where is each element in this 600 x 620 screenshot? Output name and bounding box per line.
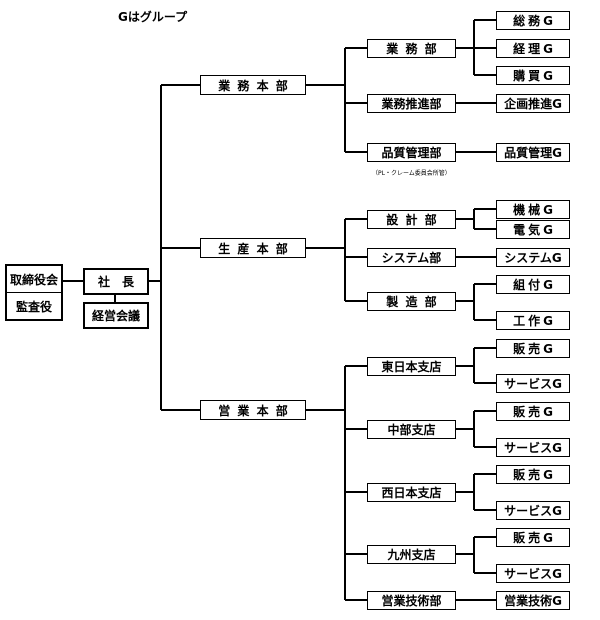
group-service-kyushu: サービスG bbox=[496, 564, 570, 583]
board-of-directors: 取締役会 bbox=[7, 266, 61, 293]
group-electrical: 電気G bbox=[496, 220, 570, 239]
dept-business: 業務部 bbox=[367, 39, 456, 58]
branch-kyushu: 九州支店 bbox=[367, 545, 456, 564]
group-service-east: サービスG bbox=[496, 374, 570, 393]
group-sales-kyushu: 販売G bbox=[496, 528, 570, 547]
dept-sales-engineering: 営業技術部 bbox=[367, 591, 456, 610]
dept-business-promotion: 業務推進部 bbox=[367, 94, 456, 113]
group-purchasing: 購買G bbox=[496, 66, 570, 85]
president-box: 社 長 bbox=[83, 268, 149, 295]
management-meeting-box: 経営会議 bbox=[83, 302, 149, 329]
division-sales-hq: 営業本部 bbox=[200, 400, 306, 420]
branch-east-japan: 東日本支店 bbox=[367, 357, 456, 376]
group-mechanical: 機械G bbox=[496, 200, 570, 219]
group-general-affairs: 総務G bbox=[496, 11, 570, 30]
board-and-auditor-box: 取締役会 監査役 bbox=[5, 264, 63, 321]
group-sales-west: 販売G bbox=[496, 465, 570, 484]
legend-text: Gはグループ bbox=[118, 10, 188, 24]
group-sales-engineering: 営業技術G bbox=[496, 591, 570, 610]
group-quality-control: 品質管理G bbox=[496, 143, 570, 162]
group-service-west: サービスG bbox=[496, 501, 570, 520]
dept-quality-control: 品質管理部 bbox=[367, 143, 456, 162]
group-assembly: 組付G bbox=[496, 275, 570, 294]
group-sales-chubu: 販売G bbox=[496, 402, 570, 421]
dept-design: 設計部 bbox=[367, 210, 456, 229]
group-systems: システムG bbox=[496, 248, 570, 267]
group-accounting: 経理G bbox=[496, 39, 570, 58]
auditor: 監査役 bbox=[15, 299, 52, 314]
group-planning-promotion: 企画推進G bbox=[496, 94, 570, 113]
branch-west-japan: 西日本支店 bbox=[367, 483, 456, 502]
dept-systems: システム部 bbox=[367, 248, 456, 267]
group-sales-east: 販売G bbox=[496, 339, 570, 358]
group-machining: 工作G bbox=[496, 311, 570, 330]
group-service-chubu: サービスG bbox=[496, 438, 570, 457]
division-production-hq: 生産本部 bbox=[200, 238, 306, 258]
branch-chubu: 中部支店 bbox=[367, 420, 456, 439]
quality-committee-note: （PL・クレーム委員会所管） bbox=[372, 170, 451, 177]
dept-manufacturing: 製造部 bbox=[367, 292, 456, 311]
division-business-hq: 業務本部 bbox=[200, 75, 306, 95]
